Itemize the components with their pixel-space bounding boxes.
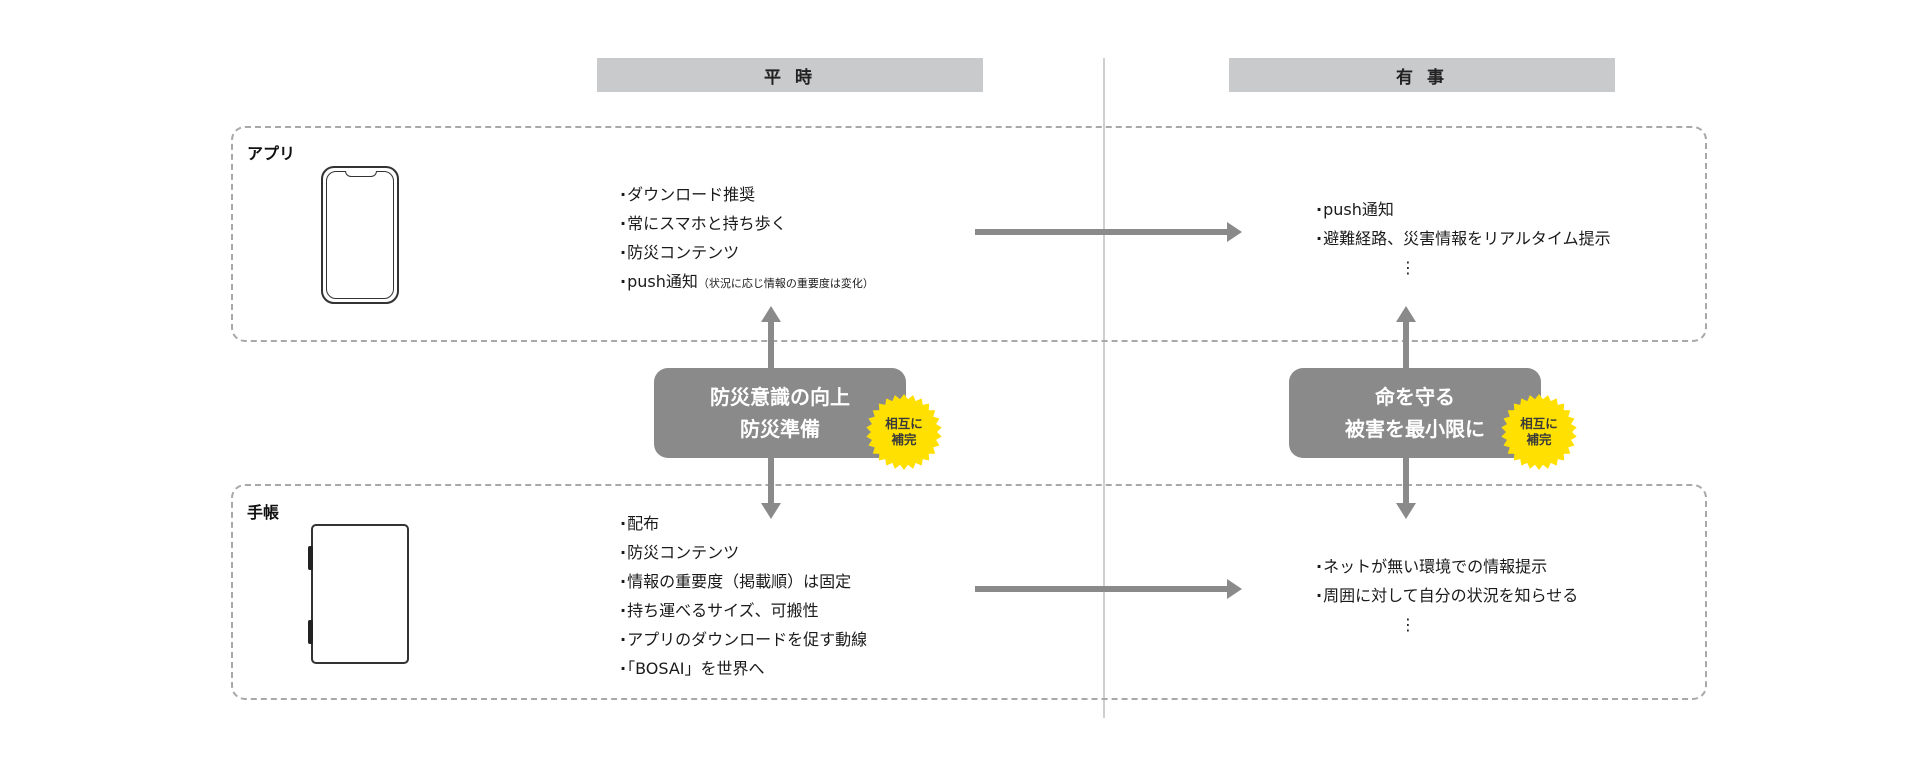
emergency-header: 有 事: [1229, 58, 1615, 92]
badge-line: 補完: [1526, 432, 1552, 447]
list-item: 防災コンテンツ: [620, 538, 867, 567]
list-item: アプリのダウンロードを促す動線: [620, 625, 867, 654]
notebook-section: [231, 484, 1707, 700]
app-section-label: アプリ: [247, 144, 296, 163]
peacetime-goal-box: 防災意識の向上 防災準備: [654, 368, 906, 458]
arrow-app-horizontal: [975, 222, 1242, 242]
list-item-text: push通知: [627, 272, 698, 291]
badge-line: 相互に: [1520, 416, 1558, 431]
app-emergency-more: ⋮: [1400, 258, 1416, 277]
notebook-peacetime-list: 配布 防災コンテンツ 情報の重要度（掲載順）は固定 持ち運べるサイズ、可搬性 ア…: [620, 509, 867, 683]
emergency-goal-line: 被害を最小限に: [1345, 417, 1485, 441]
push-note: （状況に応じ情報の重要度は変化）: [697, 277, 874, 290]
notebook-emergency-list: ネットが無い環境での情報提示 周囲に対して自分の状況を知らせる: [1316, 552, 1578, 610]
peacetime-goal-line: 防災意識の向上: [710, 385, 850, 409]
list-item: 防災コンテンツ: [620, 238, 874, 267]
starburst-icon: [866, 394, 942, 470]
complement-badge-emergency: 相互に 補完: [1500, 393, 1578, 471]
list-item: push通知（状況に応じ情報の重要度は変化）: [620, 267, 874, 298]
column-divider: [1103, 58, 1105, 718]
notebook-emergency-more: ⋮: [1400, 615, 1416, 634]
list-item: ダウンロード推奨: [620, 180, 874, 209]
list-item: 周囲に対して自分の状況を知らせる: [1316, 581, 1578, 610]
list-item: 避難経路、災害情報をリアルタイム提示: [1316, 224, 1611, 253]
list-item: push通知: [1316, 195, 1611, 224]
arrow-peacetime-up: [761, 306, 781, 368]
app-section: [231, 126, 1707, 342]
starburst-icon: [1501, 394, 1577, 470]
app-peacetime-list: ダウンロード推奨 常にスマホと持ち歩く 防災コンテンツ push通知（状況に応じ…: [620, 180, 874, 298]
emergency-goal-box: 命を守る 被害を最小限に: [1289, 368, 1541, 458]
list-item: ネットが無い環境での情報提示: [1316, 552, 1578, 581]
complement-badge-peacetime: 相互に 補完: [865, 393, 943, 471]
peacetime-header: 平 時: [597, 58, 983, 92]
list-item: 「BOSAI」を世界へ: [620, 654, 867, 683]
notebook-icon: [308, 524, 409, 664]
badge-line: 相互に: [885, 416, 923, 431]
badge-line: 補完: [891, 432, 917, 447]
arrow-notebook-horizontal: [975, 579, 1242, 599]
list-item: 情報の重要度（掲載順）は固定: [620, 567, 867, 596]
smartphone-icon: [321, 166, 399, 304]
arrow-emergency-down: [1396, 456, 1416, 519]
peacetime-goal-line: 防災準備: [740, 417, 820, 441]
arrow-emergency-up: [1396, 306, 1416, 368]
app-emergency-list: push通知 避難経路、災害情報をリアルタイム提示: [1316, 195, 1611, 253]
arrow-peacetime-down: [761, 456, 781, 519]
list-item: 持ち運べるサイズ、可搬性: [620, 596, 867, 625]
list-item: 常にスマホと持ち歩く: [620, 209, 874, 238]
emergency-goal-line: 命を守る: [1375, 385, 1455, 409]
list-item: 配布: [620, 509, 867, 538]
notebook-section-label: 手帳: [247, 503, 280, 522]
